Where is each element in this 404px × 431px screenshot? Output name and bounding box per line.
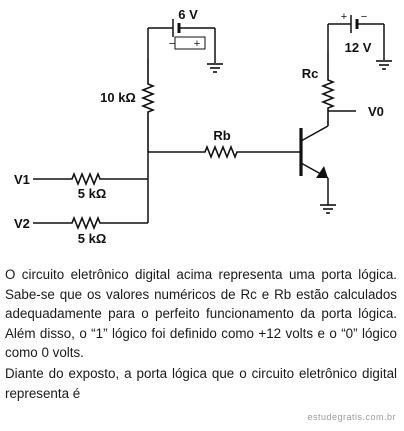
resistor-v2-label: 5 kΩ — [78, 231, 107, 246]
circuit-diagram: − + 6 V 10 kΩ V1 5 kΩ V2 5 kΩ Rb Rc — [14, 7, 392, 246]
resistor-v1-label: 5 kΩ — [78, 186, 107, 201]
supply-12v-label: 12 V — [345, 40, 372, 55]
resistor-rc — [320, 53, 336, 126]
question-paragraph-2: Diante do exposto, a porta lógica que o … — [5, 366, 397, 401]
supply-6v-label: 6 V — [178, 7, 198, 22]
output-v0-label: V0 — [368, 104, 384, 119]
battery-6v-plus: + — [194, 38, 200, 50]
ground-emitter — [320, 204, 336, 214]
resistor-rb — [148, 144, 300, 160]
watermark: estudegratis.com.br — [307, 412, 396, 422]
input-v1-label: V1 — [14, 172, 30, 187]
ground-left — [207, 63, 223, 73]
battery-6v-minus: − — [169, 38, 175, 50]
transistor — [299, 125, 329, 179]
ground-right-top — [376, 60, 392, 70]
resistor-v2 — [33, 215, 148, 231]
resistor-rb-label: Rb — [213, 128, 230, 143]
battery-12v-minus: − — [361, 11, 367, 23]
resistor-10k-label: 10 kΩ — [100, 90, 136, 105]
resistor-10k — [140, 58, 156, 152]
resistor-v1 — [33, 171, 148, 187]
battery-6v: − + — [147, 19, 216, 63]
resistor-rc-label: Rc — [302, 66, 319, 81]
battery-12v: + − — [327, 11, 385, 60]
battery-12v-plus: + — [341, 11, 347, 23]
input-v2-label: V2 — [14, 216, 30, 231]
question-paragraph-1: O circuito eletrônico digital acima repr… — [5, 267, 397, 360]
